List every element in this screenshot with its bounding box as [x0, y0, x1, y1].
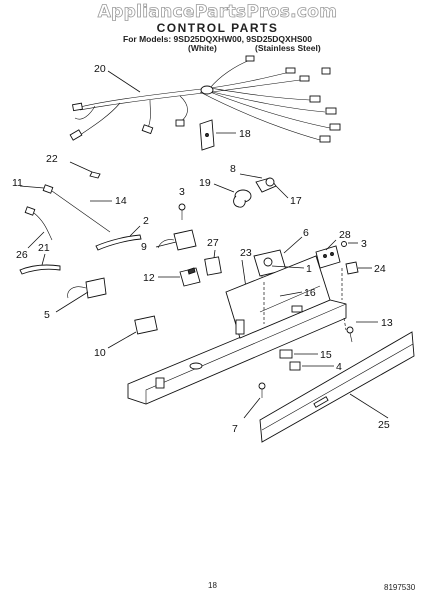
callout-9: 9 [141, 241, 147, 253]
callout-25: 25 [378, 419, 390, 431]
part-27-label [204, 256, 222, 276]
part-3-screw [178, 203, 186, 220]
part-15-switch [279, 349, 293, 359]
part-3-right-screw [341, 241, 347, 247]
callout-3a: 3 [179, 186, 185, 198]
part-24-connector [345, 261, 359, 275]
callout-19: 19 [199, 177, 211, 189]
callout-7: 7 [232, 423, 238, 435]
part-5-switch [67, 277, 107, 299]
part-10-label [134, 315, 158, 335]
callout-27: 27 [207, 237, 219, 249]
part-thermistor [24, 184, 111, 241]
part-9-switch [157, 229, 197, 251]
variant-white: (White) [188, 43, 217, 53]
part-25-trim-panel [259, 331, 415, 443]
part-4-switch [289, 361, 301, 371]
callout-16: 16 [304, 287, 316, 299]
callout-28: 28 [339, 229, 351, 241]
callout-12: 12 [143, 272, 155, 284]
callout-24: 24 [374, 263, 386, 275]
callout-8: 8 [230, 163, 236, 175]
models-line: For Models: 9SD25DQXHW00, 9SD25DQXHS00 [123, 34, 312, 44]
watermark: AppliancePartsPros.com [97, 2, 338, 23]
callout-14: 14 [115, 195, 127, 207]
callout-26: 26 [16, 249, 28, 261]
part-18-bracket [199, 119, 215, 151]
callout-13: 13 [381, 317, 393, 329]
callout-4: 4 [336, 361, 342, 373]
document-number: 8197530 [384, 583, 416, 592]
callout-3b: 3 [361, 238, 367, 250]
callout-22: 22 [46, 153, 58, 165]
callout-15: 15 [320, 349, 332, 361]
page-title: CONTROL PARTS [156, 21, 279, 35]
callout-23: 23 [240, 247, 252, 259]
part-1-control-housing [127, 255, 347, 405]
callout-17: 17 [290, 195, 302, 207]
callout-11: 11 [12, 177, 23, 189]
part-light-socket [233, 177, 277, 208]
part-wire-harness [69, 55, 341, 143]
callout-10: 10 [94, 347, 106, 359]
callout-21: 21 [38, 242, 50, 254]
callout-1: 1 [306, 263, 312, 275]
part-28-bracket [315, 245, 341, 269]
callout-2: 2 [143, 215, 149, 227]
variant-steel: (Stainless Steel) [255, 43, 321, 53]
part-22-clip [89, 171, 101, 179]
callout-5: 5 [44, 309, 50, 321]
part-2-tube [95, 234, 142, 251]
part-21-tube [19, 264, 61, 275]
part-12-switch [179, 267, 201, 287]
callout-20: 20 [94, 63, 106, 75]
page-number: 18 [208, 581, 217, 590]
part-13-screw [346, 326, 354, 343]
callout-6: 6 [303, 227, 309, 239]
callout-18: 18 [239, 128, 251, 140]
part-7-screw [258, 382, 266, 398]
